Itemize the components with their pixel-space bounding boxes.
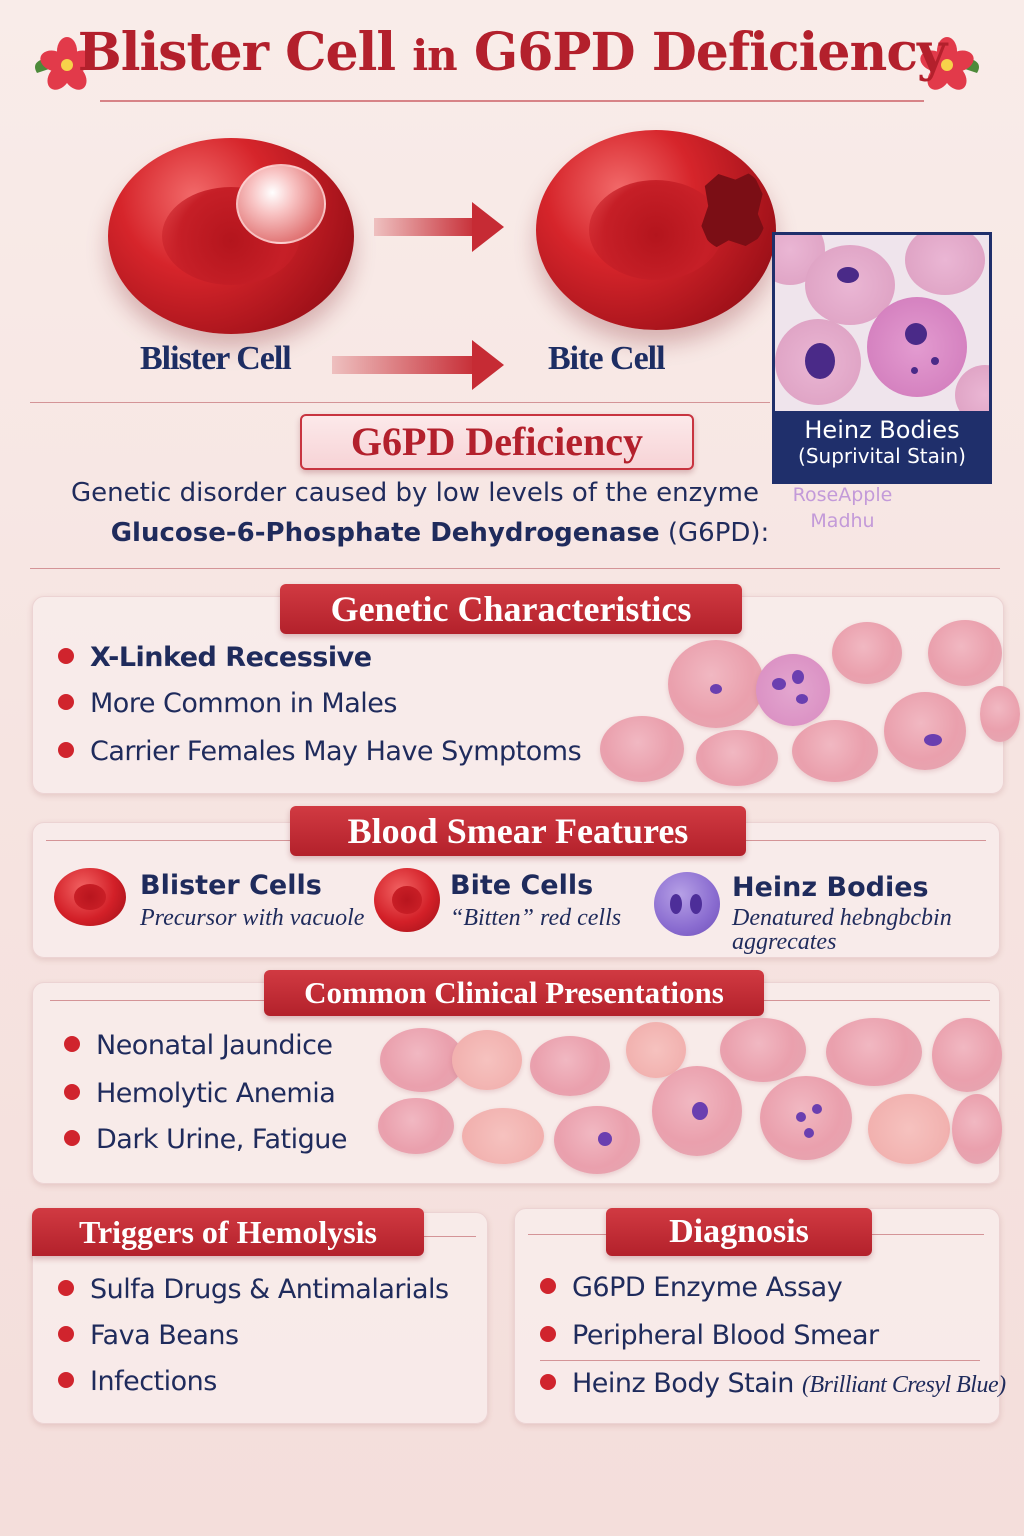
heinz-body-icon xyxy=(654,872,720,936)
divider xyxy=(30,402,770,403)
feature-subtitle: aggrecates xyxy=(732,929,837,955)
rbc-illustration xyxy=(792,720,878,782)
list-item: X-Linked Recessive xyxy=(58,642,372,673)
list-item: Neonatal Jaundice xyxy=(64,1030,333,1061)
bullet-icon xyxy=(58,1279,74,1296)
list-item: Hemolytic Anemia xyxy=(64,1078,336,1109)
list-item: Infections xyxy=(58,1366,217,1397)
rbc-illustration xyxy=(554,1106,640,1174)
rbc-illustration xyxy=(626,1022,686,1078)
g6pd-heading: G6PD Deficiency xyxy=(300,414,694,470)
rbc-illustration xyxy=(868,1094,950,1164)
blister-cell-illustration xyxy=(108,138,354,334)
hibiscus-flower-icon xyxy=(35,37,94,90)
bite-cell-illustration xyxy=(536,130,776,330)
rbc-illustration xyxy=(462,1108,544,1164)
blood-smear-features-heading: Blood Smear Features xyxy=(290,806,746,856)
heinz-caption-title: Heinz Bodies xyxy=(804,416,960,444)
page-title: Blister Cell in G6PD Deficiency xyxy=(0,22,1024,83)
watermark: RoseApple Madhu xyxy=(792,484,893,532)
list-item: Fava Beans xyxy=(58,1320,239,1351)
rbc-illustration xyxy=(832,622,902,684)
rbc-illustration xyxy=(696,730,778,786)
rbc-illustration xyxy=(826,1018,922,1086)
feature-title: Heinz Bodies xyxy=(732,872,929,903)
g6pd-description-line2: Glucose-6-Phosphate Dehydrogenase (G6PD)… xyxy=(110,518,770,548)
list-item: Peripheral Blood Smear xyxy=(540,1320,879,1351)
hibiscus-flower-icon xyxy=(920,37,979,90)
bullet-icon xyxy=(540,1325,556,1342)
rbc-illustration xyxy=(928,620,1002,686)
rbc-illustration xyxy=(668,640,764,728)
rbc-illustration xyxy=(756,654,830,726)
blister-cell-icon xyxy=(54,868,126,926)
rbc-illustration xyxy=(452,1030,522,1090)
title-part2: in xyxy=(412,31,457,80)
feature-title: Blister Cells xyxy=(140,870,322,901)
clinical-presentations-heading: Common Clinical Presentations xyxy=(264,970,764,1016)
rbc-illustration xyxy=(652,1066,742,1156)
list-item: Heinz Body Stain (Brilliant Cresyl Blue) xyxy=(540,1368,1006,1399)
bullet-icon xyxy=(540,1277,556,1294)
rbc-illustration xyxy=(932,1018,1002,1092)
rbc-illustration xyxy=(952,1094,1002,1164)
stain-note: (Brilliant Cresyl Blue) xyxy=(802,1372,1006,1398)
rbc-illustration xyxy=(380,1028,464,1092)
blister-vacuole xyxy=(236,164,326,244)
triggers-heading: Triggers of Hemolysis xyxy=(32,1208,424,1256)
title-part3: G6PD Deficiency xyxy=(473,22,947,83)
bullet-icon xyxy=(540,1373,556,1390)
bullet-icon xyxy=(58,647,74,664)
diagnosis-heading: Diagnosis xyxy=(606,1208,872,1256)
bullet-icon xyxy=(58,1371,74,1388)
bite-cell-label: Bite Cell xyxy=(548,340,666,377)
title-divider xyxy=(100,100,924,102)
feature-subtitle: Denatured hebngbcbin xyxy=(732,905,952,931)
rbc-illustration xyxy=(530,1036,610,1096)
bullet-icon xyxy=(58,1325,74,1342)
rbc-illustration xyxy=(884,692,966,770)
list-item: Carrier Females May Have Symptoms xyxy=(58,736,582,767)
list-item: G6PD Enzyme Assay xyxy=(540,1272,843,1303)
list-item: More Common in Males xyxy=(58,688,397,719)
blister-cell-label: Blister Cell xyxy=(140,340,292,377)
rbc-illustration xyxy=(980,686,1020,742)
arrow-icon xyxy=(332,340,504,390)
bullet-icon xyxy=(64,1083,80,1100)
bullet-icon xyxy=(64,1129,80,1146)
list-item: Dark Urine, Fatigue xyxy=(64,1124,347,1155)
bite-cell-icon xyxy=(374,868,440,932)
bite-notch xyxy=(701,171,766,250)
arrow-icon xyxy=(374,202,504,252)
heinz-bodies-micrograph: Heinz Bodies (Suprivital Stain) xyxy=(772,232,992,484)
rbc-illustration xyxy=(760,1076,852,1160)
rbc-illustration xyxy=(600,716,684,782)
feature-subtitle: Precursor with vacuole xyxy=(140,905,365,931)
rbc-illustration xyxy=(720,1018,806,1082)
g6pd-description-line1: Genetic disorder caused by low levels of… xyxy=(70,478,760,508)
heinz-caption-subtitle: (Suprivital Stain) xyxy=(798,444,966,468)
bullet-icon xyxy=(58,693,74,710)
feature-subtitle: “Bitten” red cells xyxy=(450,905,622,931)
rbc-illustration xyxy=(378,1098,454,1154)
genetic-characteristics-heading: Genetic Characteristics xyxy=(280,584,742,634)
title-part1: Blister Cell xyxy=(77,22,396,83)
feature-title: Bite Cells xyxy=(450,870,594,901)
divider xyxy=(30,568,1000,569)
bullet-icon xyxy=(58,741,74,758)
bullet-icon xyxy=(64,1035,80,1052)
list-item: Sulfa Drugs & Antimalarials xyxy=(58,1274,449,1305)
